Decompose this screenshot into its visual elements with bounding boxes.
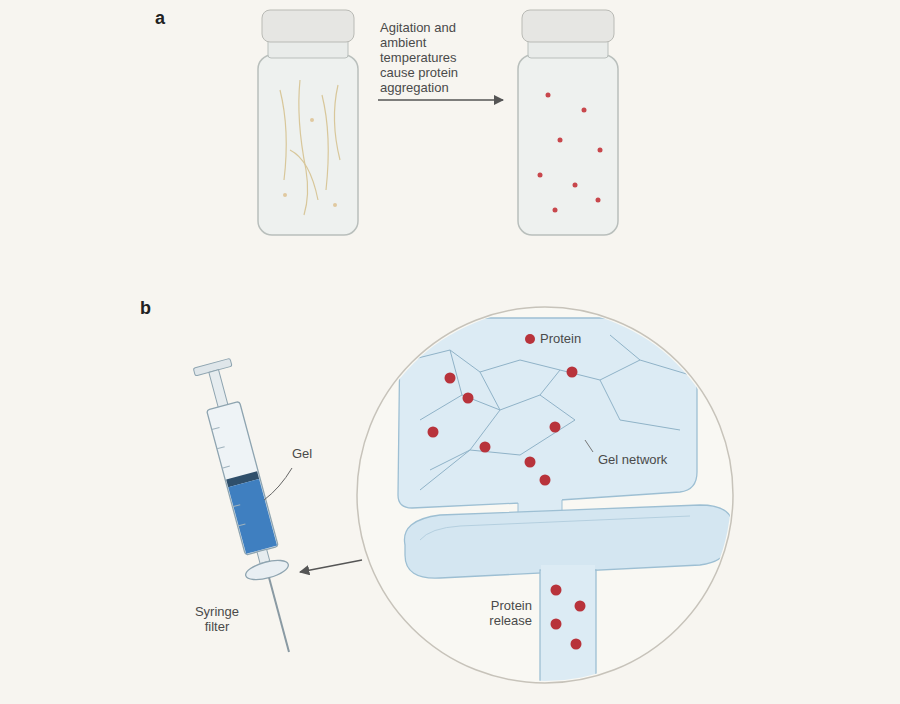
legend-swatch [525, 334, 535, 344]
part-label: Gel network [596, 452, 669, 467]
process-arrow [378, 99, 503, 100]
vial [518, 10, 618, 235]
panel-letter: a [155, 8, 185, 28]
zoom-arrow [300, 560, 362, 572]
process-note: Agitation and ambient temperatures cause… [380, 20, 490, 95]
part-label: Protein release [466, 598, 532, 628]
part-label: Syringe filter [186, 604, 248, 634]
legend-text: Protein [540, 331, 581, 346]
gel-detail [398, 318, 733, 700]
vial [258, 10, 358, 235]
leader-line [264, 468, 292, 500]
legend-row: Protein [525, 331, 581, 346]
part-label: Gel [292, 446, 332, 461]
panel-letter: b [140, 298, 170, 318]
